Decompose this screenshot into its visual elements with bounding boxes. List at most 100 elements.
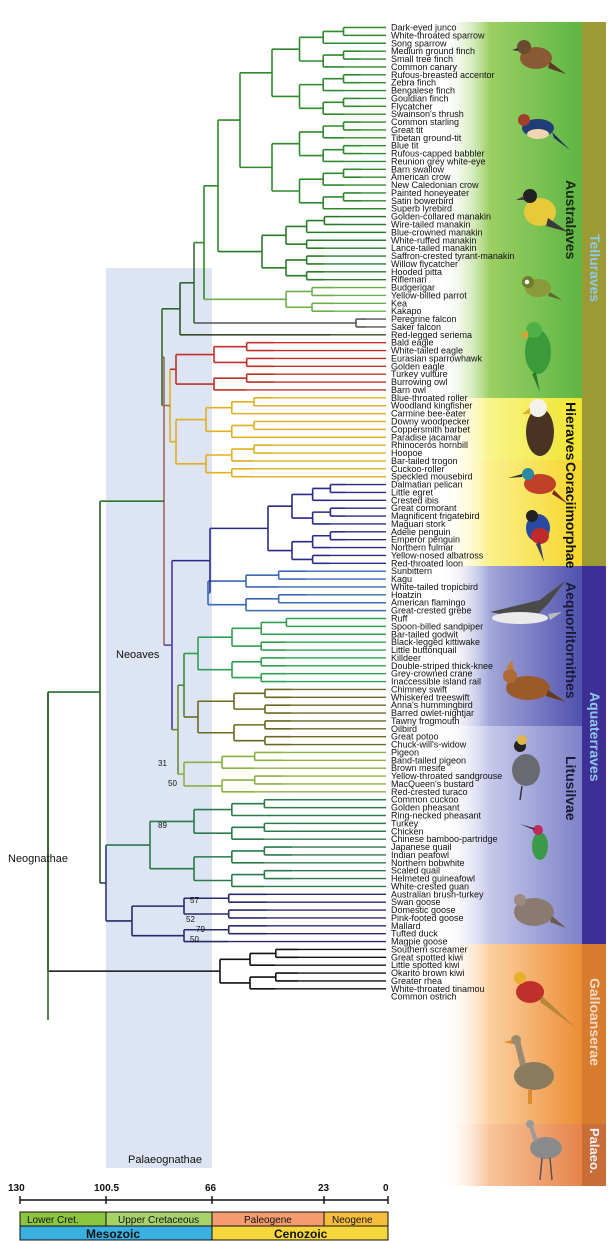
upper-cretaceous-label: Upper Cretaceous bbox=[118, 1215, 199, 1226]
species-label: Kagu bbox=[391, 574, 412, 584]
species-label: Chuck-will's-widow bbox=[391, 740, 467, 750]
species-label: Oilbird bbox=[391, 724, 417, 734]
species-label: Budgerigar bbox=[391, 283, 435, 293]
species-label: Red-legged seriema bbox=[391, 330, 472, 340]
species-label: Kakapo bbox=[391, 306, 422, 316]
species-label: Bar-tailed trogon bbox=[391, 456, 458, 466]
palaeo-panel bbox=[440, 1124, 582, 1186]
species-label: Ring-necked pheasant bbox=[391, 811, 482, 821]
aquaterraves-label: Aquaterraves bbox=[587, 692, 603, 782]
pigeon-illustration bbox=[514, 894, 566, 928]
support-value: 79 bbox=[196, 925, 205, 934]
species-label: Willow flycatcher bbox=[391, 259, 458, 269]
species-label: Anna's hummingbird bbox=[391, 700, 473, 710]
palaeognathae-label: Palaeognathae bbox=[128, 1154, 202, 1166]
species-label: Rifleman bbox=[391, 275, 427, 285]
species-label: Red-throated loon bbox=[391, 558, 463, 568]
sparrow-illustration bbox=[512, 40, 566, 74]
galloanserae-panel bbox=[440, 944, 582, 1124]
support-value: 57 bbox=[190, 896, 199, 905]
species-label: Domestic goose bbox=[391, 905, 456, 915]
support-value: 50 bbox=[190, 935, 199, 944]
species-label: Whiskered treeswift bbox=[391, 692, 470, 702]
species-label: Satin bowerbird bbox=[391, 196, 454, 206]
species-label: Reunion grey white-eye bbox=[391, 156, 486, 166]
palaeo-label: Palaeo. bbox=[587, 1128, 602, 1174]
species-label: Cuckoo-roller bbox=[391, 464, 445, 474]
neogene-label: Neogene bbox=[332, 1215, 373, 1226]
species-label: Bengalese finch bbox=[391, 86, 455, 96]
swallow-illustration bbox=[518, 114, 570, 150]
cenozoic-box bbox=[211, 1225, 389, 1241]
species-label: Mallard bbox=[391, 921, 421, 931]
species-label: Dark-eyed junco bbox=[391, 23, 457, 33]
species-label: Bar-tailed godwit bbox=[391, 629, 459, 639]
rhea-illustration bbox=[526, 1120, 562, 1181]
species-label: Barred owlet-nightjar bbox=[391, 708, 474, 718]
litusilvae-panel bbox=[440, 726, 582, 882]
species-label: Woodland kingfisher bbox=[391, 401, 472, 411]
species-label: Great tit bbox=[391, 125, 424, 135]
species-label: Northern bobwhite bbox=[391, 858, 465, 868]
species-label: Magpie goose bbox=[391, 937, 448, 947]
species-label: Saker falcon bbox=[391, 322, 441, 332]
parrot-illustration bbox=[520, 322, 551, 392]
species-label: Ruff bbox=[391, 614, 408, 624]
species-label: Emperor penguin bbox=[391, 535, 460, 545]
species-label: Wire-tailed manakin bbox=[391, 220, 471, 230]
species-label: Hoopoe bbox=[391, 448, 423, 458]
species-label: Lance-tailed manakin bbox=[391, 243, 477, 253]
galloanserae-bar bbox=[582, 944, 606, 1124]
crane-illustration bbox=[512, 735, 540, 801]
species-label: Common ostrich bbox=[391, 992, 457, 1002]
species-label: Little buttonquail bbox=[391, 645, 457, 655]
tree-branches bbox=[47, 26, 386, 1020]
pheasant-illustration bbox=[514, 972, 576, 1028]
species-label: Hooded pitta bbox=[391, 267, 442, 277]
aequorlitornithes-label: Aequorlitornithes bbox=[563, 582, 579, 699]
palaeo-bar bbox=[582, 1124, 606, 1186]
species-label: Yellow-nosed albatross bbox=[391, 550, 484, 560]
species-label: Coppersmith barbet bbox=[391, 424, 471, 434]
species-label: Great cormorant bbox=[391, 503, 457, 513]
species-label: Barn swallow bbox=[391, 164, 445, 174]
support-value: 31 bbox=[158, 759, 167, 768]
species-label: Gouldian finch bbox=[391, 93, 449, 103]
mesozoic-label: Mesozoic bbox=[86, 1227, 140, 1241]
species-label: White-tailed eagle bbox=[391, 346, 463, 356]
species-label: Brown mesite bbox=[391, 763, 446, 773]
species-label: Yellow-billed parrot bbox=[391, 290, 467, 300]
species-label: Chimney swift bbox=[391, 684, 448, 694]
species-label: Golden eagle bbox=[391, 361, 445, 371]
species-label: Southern screamer bbox=[391, 944, 468, 954]
species-label: Dalmatian pelican bbox=[391, 480, 463, 490]
species-label: Pigeon bbox=[391, 747, 419, 757]
species-label: Bald eagle bbox=[391, 338, 434, 348]
paleogene-label: Paleogene bbox=[244, 1215, 292, 1226]
tick-label: 66 bbox=[205, 1183, 217, 1194]
species-label: Painted honeyeater bbox=[391, 188, 469, 198]
species-label: Turkey bbox=[391, 818, 419, 828]
australaves-panel bbox=[440, 22, 582, 398]
species-label: Crested ibis bbox=[391, 495, 439, 505]
telluraves-label: Telluraves bbox=[587, 234, 603, 302]
species-label: Downy woodpecker bbox=[391, 417, 470, 427]
cenozoic-label: Cenozoic bbox=[274, 1227, 328, 1241]
species-label: White-throated tinamou bbox=[391, 984, 485, 994]
species-label: Tawny frogmouth bbox=[391, 716, 460, 726]
species-label: Double-striped thick-knee bbox=[391, 661, 493, 671]
species-label: Inaccessible island rail bbox=[391, 677, 481, 687]
time-axis-ticks bbox=[19, 1196, 389, 1204]
species-label: Eurasian sparrowhawk bbox=[391, 353, 483, 363]
species-label: Killdeer bbox=[391, 653, 421, 663]
aquaterraves-bar bbox=[582, 566, 606, 944]
species-label: Zebra finch bbox=[391, 78, 436, 88]
species-label: Scaled quail bbox=[391, 866, 440, 876]
species-label: Japanese quail bbox=[391, 842, 452, 852]
species-label: Band-tailed pigeon bbox=[391, 755, 466, 765]
species-label: Rufous-capped babbler bbox=[391, 149, 485, 159]
galloanserae-label: Galloanserae bbox=[587, 978, 603, 1066]
eagle-illustration bbox=[522, 399, 554, 456]
